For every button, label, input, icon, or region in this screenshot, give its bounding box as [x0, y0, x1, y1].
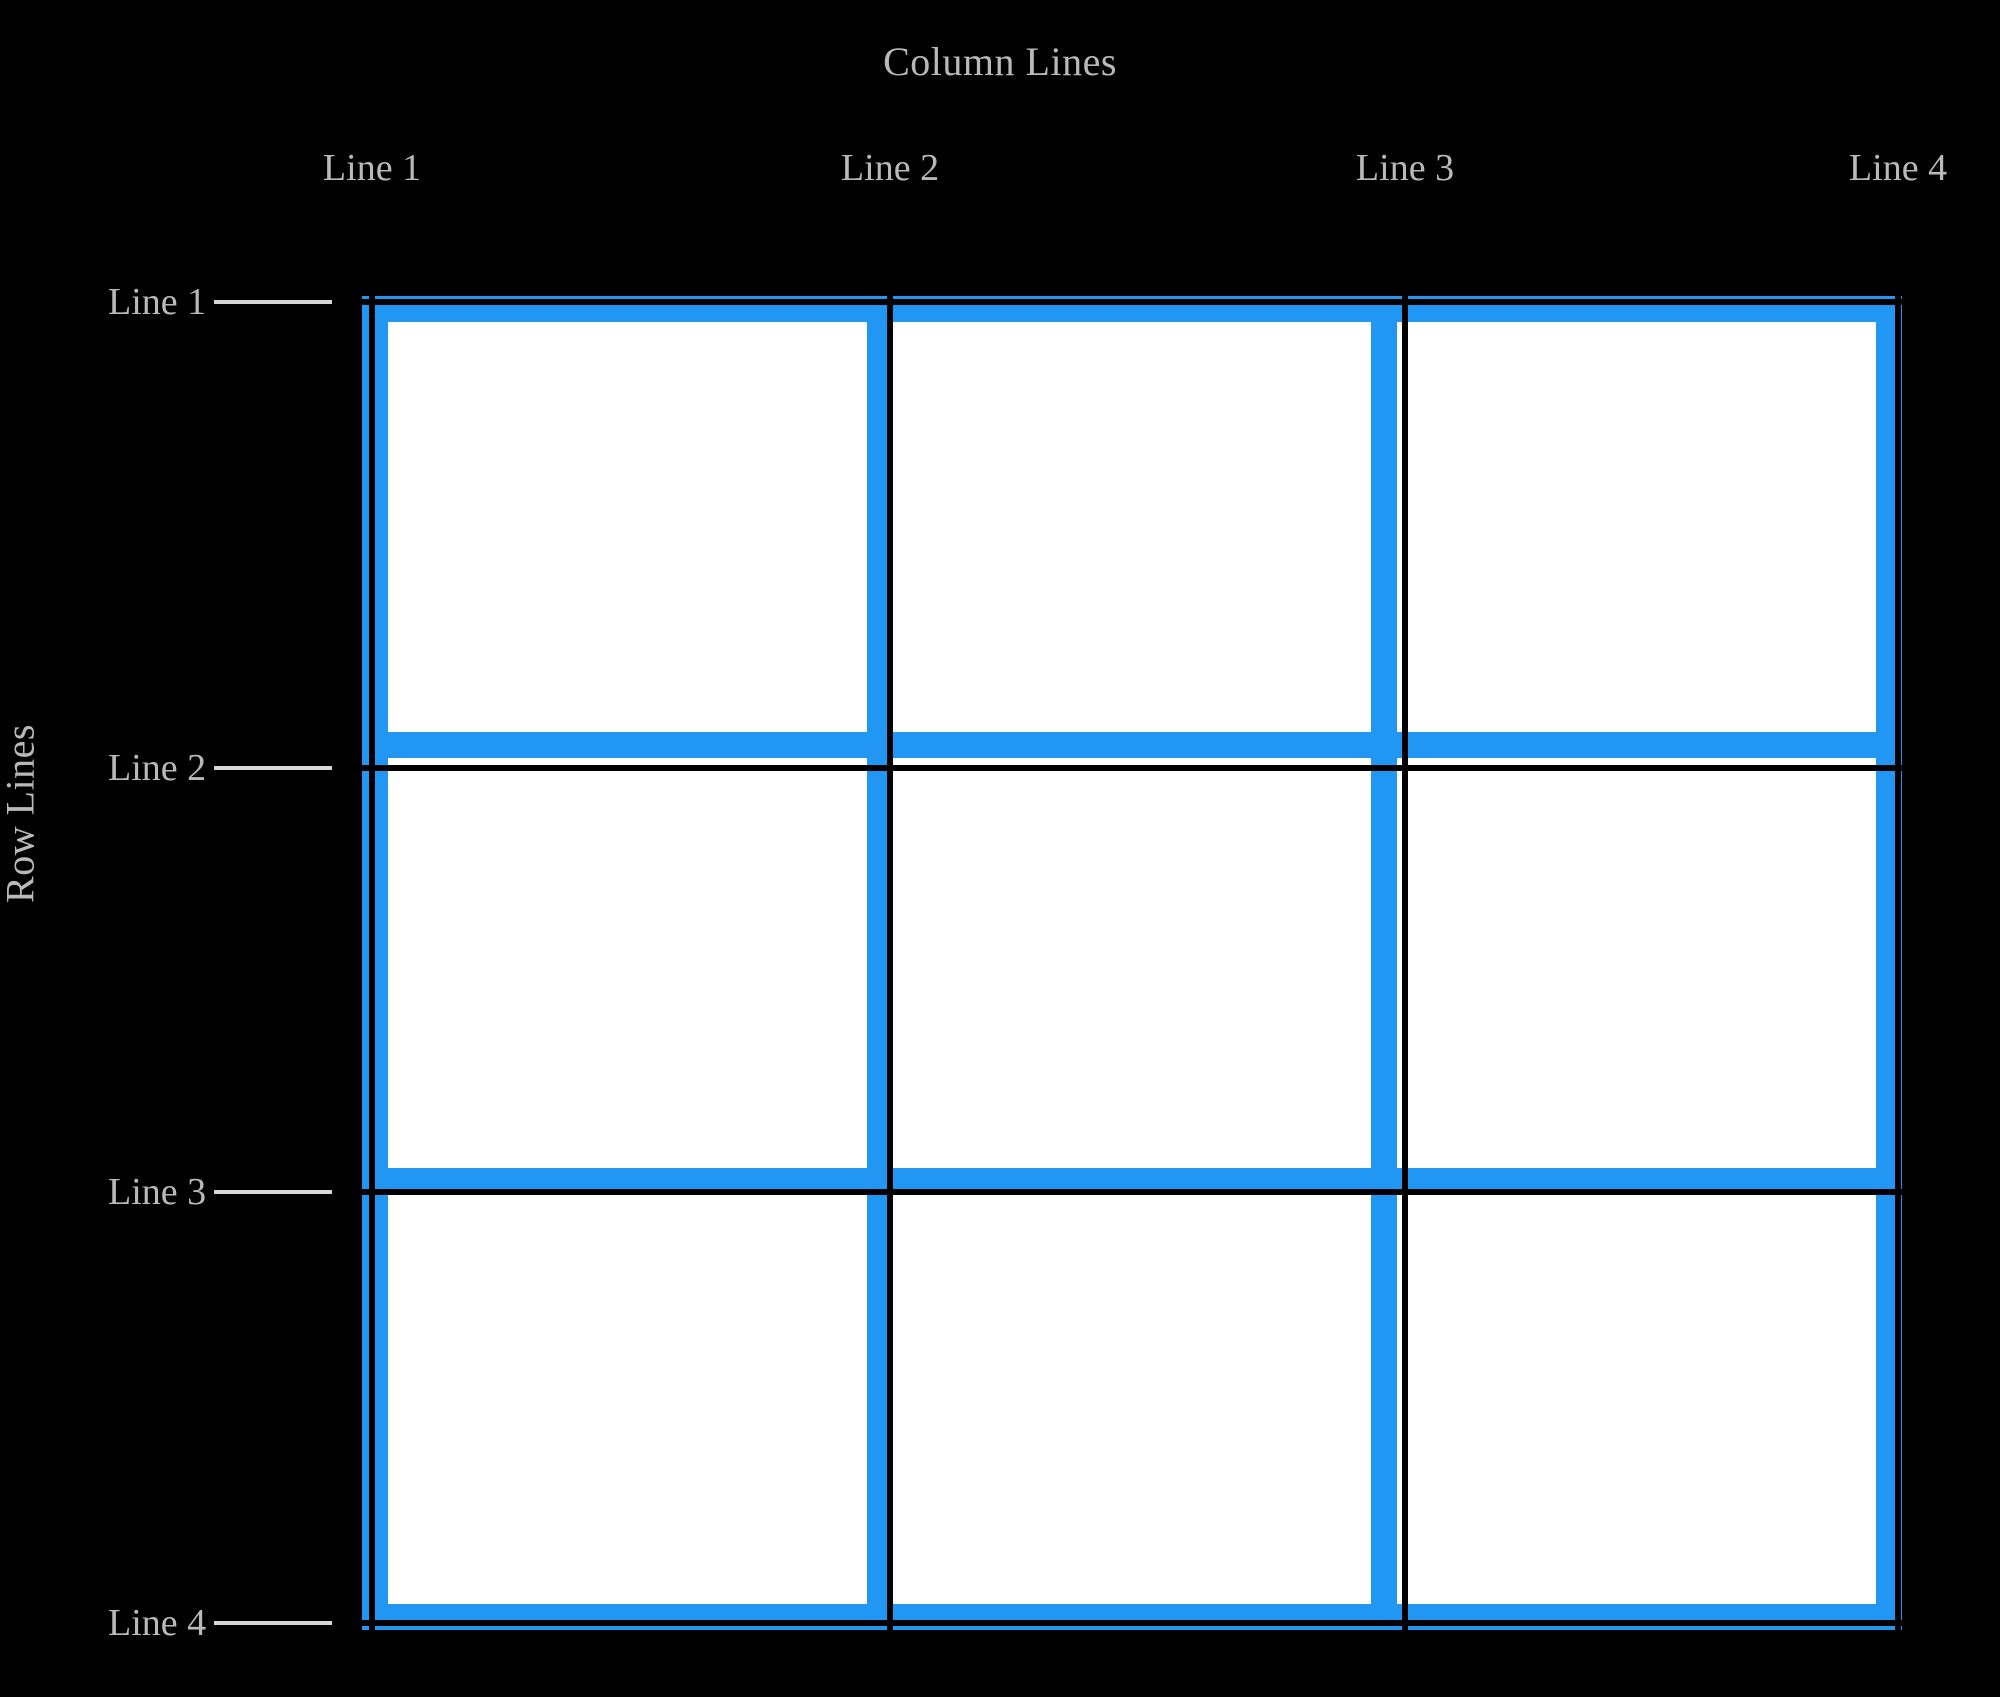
row-line-label-text-2: Line 2 [108, 747, 207, 789]
row-gridline-1 [282, 299, 2000, 305]
column-axis-title: Column Lines [883, 39, 1117, 84]
grid-cell [388, 322, 867, 732]
row-line-label-3: Line 3 [108, 1171, 333, 1213]
row-gridline-2 [282, 765, 2000, 771]
column-gridline-3 [1402, 238, 1408, 1690]
column-gridline-2 [887, 238, 893, 1690]
row-line-leader-2 [214, 766, 333, 770]
row-gridline-4 [282, 1620, 2000, 1626]
grid-cell [1397, 322, 1876, 732]
column-line-label-4: Line 4 [1848, 147, 1948, 189]
grid-cell [892, 322, 1372, 732]
row-gridline-3 [282, 1189, 2000, 1195]
row-axis-title: Row Lines [0, 724, 43, 903]
grid-cell [388, 758, 867, 1168]
grid-cell [892, 1194, 1372, 1604]
row-line-label-4: Line 4 [108, 1602, 333, 1644]
row-line-label-text-1: Line 1 [108, 281, 207, 323]
grid-cell [1397, 1194, 1876, 1604]
column-line-label-1: Line 1 [322, 147, 422, 189]
row-line-label-text-4: Line 4 [108, 1602, 207, 1644]
row-line-leader-1 [214, 300, 333, 304]
grid-cell [388, 1194, 867, 1604]
column-gridline-1 [369, 238, 375, 1690]
row-line-label-1: Line 1 [108, 281, 333, 323]
column-line-label-2: Line 2 [840, 147, 940, 189]
grid-cell [1397, 758, 1876, 1168]
grid-cell [892, 758, 1372, 1168]
row-line-label-text-3: Line 3 [108, 1171, 207, 1213]
column-gridline-4 [1895, 238, 1901, 1690]
grid-container [362, 296, 1902, 1630]
row-line-leader-4 [214, 1621, 333, 1625]
row-line-leader-3 [214, 1190, 333, 1194]
column-line-label-3: Line 3 [1355, 147, 1455, 189]
row-line-label-2: Line 2 [108, 747, 333, 789]
